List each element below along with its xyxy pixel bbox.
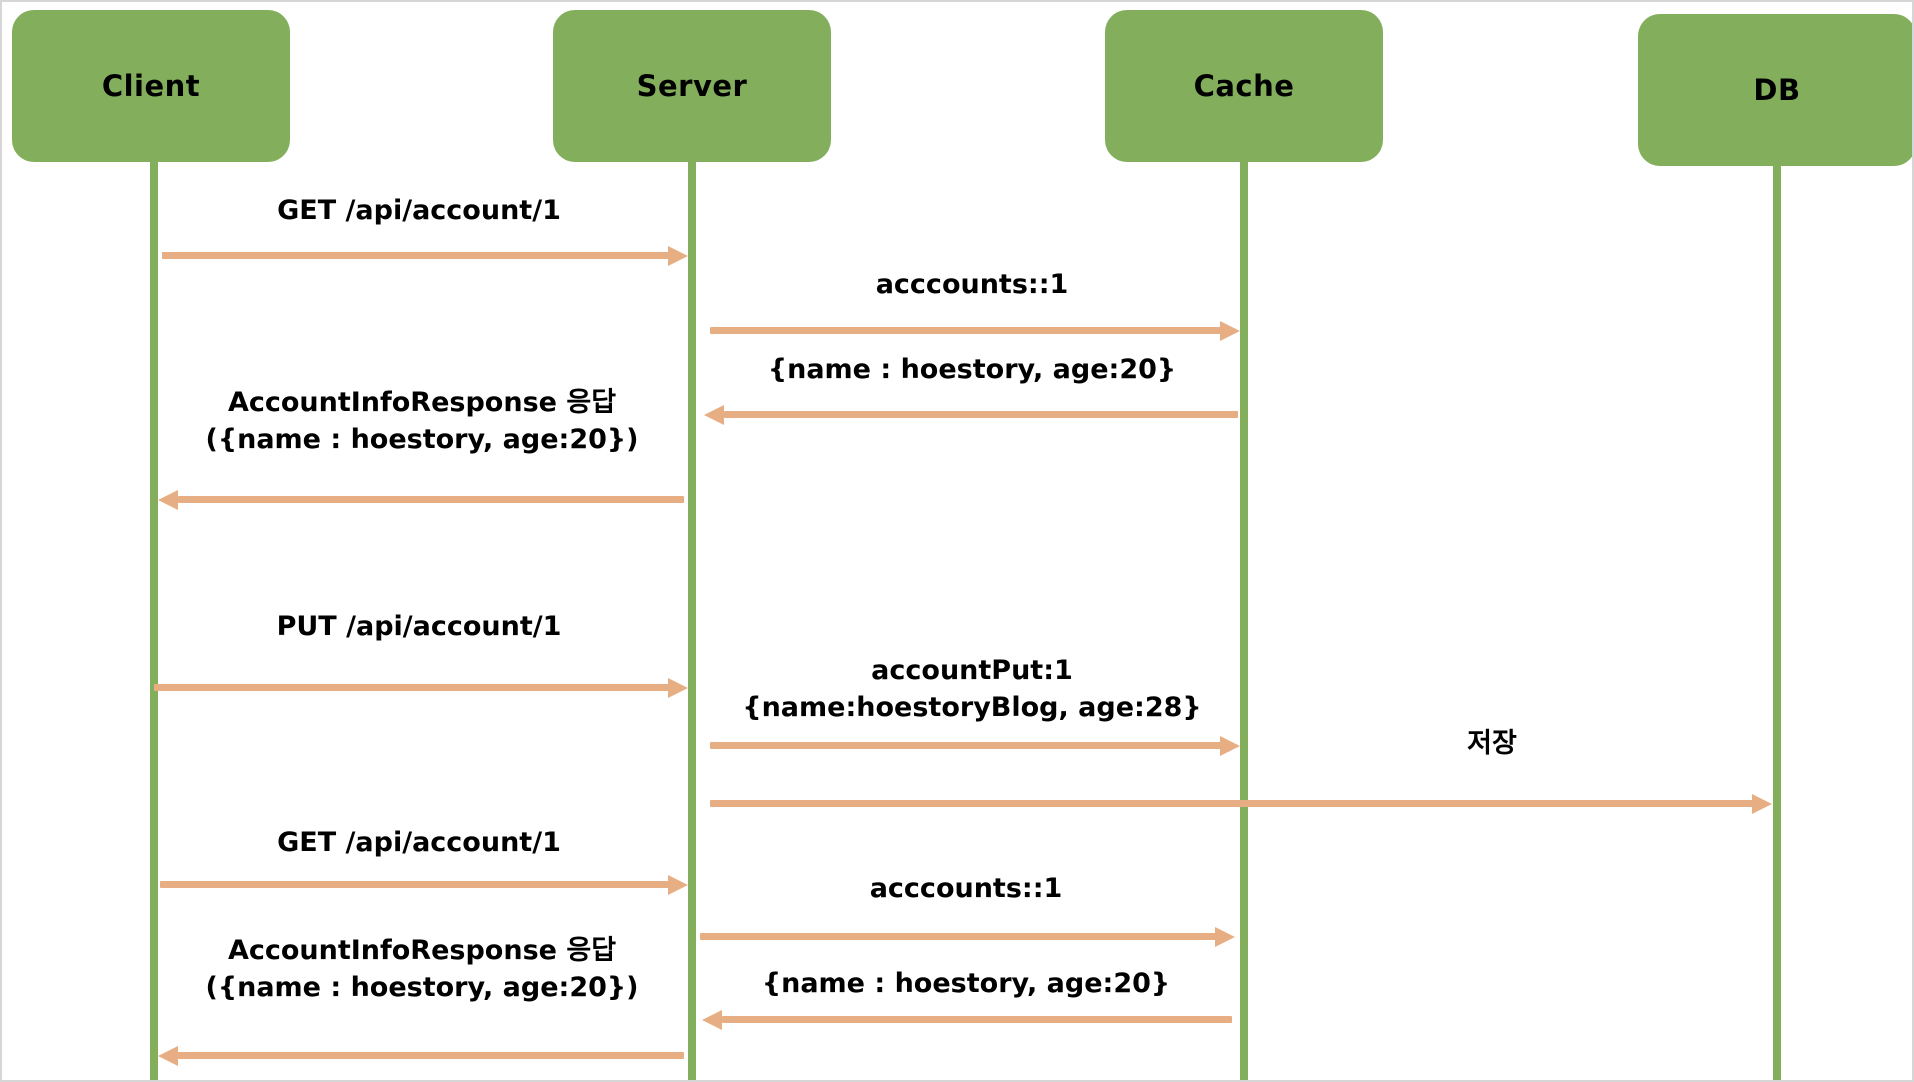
lifeline-client bbox=[150, 162, 158, 1080]
lifeline-server bbox=[688, 162, 696, 1080]
message-arrowhead-m7 bbox=[1752, 794, 1772, 814]
participant-label-client: Client bbox=[101, 69, 201, 103]
message-line-m3 bbox=[724, 411, 1238, 418]
message-label-m3: {name : hoestory, age:20} bbox=[767, 354, 1177, 385]
participant-box-server[interactable]: Server bbox=[553, 10, 831, 162]
message-label-m6: accountPut:1 {name:hoestoryBlog, age:28} bbox=[742, 655, 1202, 724]
message-line-m11 bbox=[178, 1052, 684, 1059]
message-label-m4: AccountInfoResponse 응답 ({name : hoestory… bbox=[205, 387, 639, 456]
participant-label-cache: Cache bbox=[1193, 69, 1295, 103]
message-line-m9 bbox=[700, 933, 1221, 940]
message-arrowhead-m5 bbox=[668, 678, 688, 698]
message-line-m10 bbox=[722, 1016, 1232, 1023]
message-arrowhead-m10 bbox=[702, 1010, 722, 1030]
message-label-m11: AccountInfoResponse 응답 ({name : hoestory… bbox=[205, 935, 639, 1004]
message-line-m2 bbox=[710, 327, 1226, 334]
message-line-m4 bbox=[178, 496, 684, 503]
participant-box-cache[interactable]: Cache bbox=[1105, 10, 1383, 162]
message-arrowhead-m2 bbox=[1220, 321, 1240, 341]
message-arrowhead-m3 bbox=[704, 405, 724, 425]
message-arrowhead-m4 bbox=[158, 490, 178, 510]
message-line-m1 bbox=[162, 252, 674, 259]
message-label-m1: GET /api/account/1 bbox=[277, 195, 561, 226]
message-label-m8: GET /api/account/1 bbox=[277, 827, 561, 858]
message-arrowhead-m9 bbox=[1215, 927, 1235, 947]
participant-box-db[interactable]: DB bbox=[1638, 14, 1912, 166]
message-arrowhead-m1 bbox=[668, 246, 688, 266]
message-arrowhead-m8 bbox=[668, 875, 688, 895]
participant-label-db: DB bbox=[1753, 73, 1801, 107]
message-label-m2: acccounts::1 bbox=[875, 269, 1069, 300]
message-label-m7: 저장 bbox=[1467, 728, 1517, 759]
message-line-m8 bbox=[160, 881, 674, 888]
message-arrowhead-m6 bbox=[1220, 736, 1240, 756]
message-line-m7 bbox=[710, 800, 1758, 807]
lifeline-db bbox=[1773, 166, 1781, 1080]
message-line-m6 bbox=[710, 742, 1226, 749]
message-label-m5: PUT /api/account/1 bbox=[276, 611, 562, 642]
message-arrowhead-m11 bbox=[158, 1046, 178, 1066]
message-label-m10: {name : hoestory, age:20} bbox=[761, 968, 1171, 999]
participant-label-server: Server bbox=[636, 69, 748, 103]
participant-box-client[interactable]: Client bbox=[12, 10, 290, 162]
message-line-m5 bbox=[154, 684, 674, 691]
message-label-m9: acccounts::1 bbox=[869, 873, 1063, 904]
lifeline-cache bbox=[1240, 162, 1248, 1080]
